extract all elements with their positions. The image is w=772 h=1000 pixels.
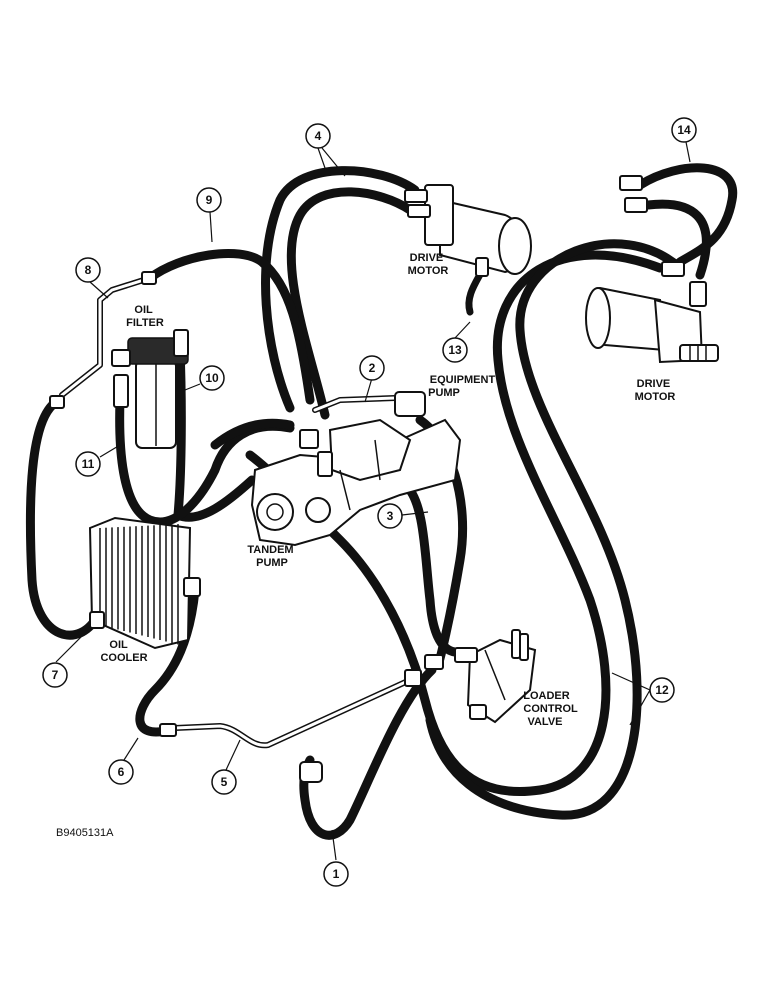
oil-cooler (88, 516, 201, 650)
callout-14: 14 (671, 117, 697, 143)
hose-4a (261, 166, 420, 413)
label-oil-cooler: OIL COOLER (100, 639, 147, 664)
callout-13: 13 (442, 337, 468, 363)
callouts: 1 2 3 4 5 6 7 8 9 10 11 12 13 14 (42, 117, 697, 887)
svg-text:1: 1 (333, 867, 340, 881)
hose-10 (173, 345, 257, 522)
hose-4b (286, 187, 415, 420)
oil-filter (111, 329, 189, 449)
callout-1: 1 (323, 861, 349, 887)
svg-text:2: 2 (369, 361, 376, 375)
drive-motor-right (585, 175, 719, 364)
callout-7: 7 (42, 662, 68, 688)
lower-fitting (299, 761, 323, 783)
hose-9 (145, 248, 315, 405)
label-drive-motor-left: DRIVE MOTOR (408, 252, 449, 277)
drive-motor-left (404, 184, 532, 277)
svg-text:4: 4 (315, 129, 322, 143)
callout-11: 11 (75, 451, 101, 477)
callout-4: 4 (305, 123, 331, 149)
hose-11 (115, 395, 295, 527)
callout-8: 8 (75, 257, 101, 283)
label-loader-control-valve: LOADER CONTROL VALVE (523, 690, 580, 728)
callout-12: 12 (649, 677, 675, 703)
hose-11b (210, 418, 295, 450)
callout-5: 5 (211, 769, 237, 795)
callout-6: 6 (108, 759, 134, 785)
hoses (25, 163, 738, 840)
svg-text:12: 12 (655, 683, 669, 697)
svg-text:10: 10 (205, 371, 219, 385)
hose-12-inner (425, 239, 685, 820)
svg-text:13: 13 (448, 343, 462, 357)
tandem-pump (250, 391, 462, 547)
label-equipment-pump: EQUIPMENT PUMP (428, 374, 498, 399)
callout-10: 10 (199, 365, 225, 391)
callout-3: 3 (377, 503, 403, 529)
svg-text:6: 6 (118, 765, 125, 779)
fittings (49, 271, 177, 737)
svg-text:5: 5 (221, 775, 228, 789)
leader-lines (55, 141, 691, 861)
figure-reference: B9405131A (56, 827, 114, 839)
svg-text:7: 7 (52, 668, 59, 682)
label-tandem-pump: TANDEM PUMP (247, 544, 296, 569)
label-oil-filter: OIL FILTER (126, 304, 164, 329)
svg-text:14: 14 (677, 123, 691, 137)
loader-control-valve (404, 629, 537, 724)
svg-text:9: 9 (206, 193, 213, 207)
component-labels: OIL FILTER DRIVE MOTOR DRIVE MOTOR EQUIP… (56, 252, 675, 839)
hose-14b (643, 199, 711, 280)
svg-text:11: 11 (82, 457, 95, 471)
svg-text:3: 3 (387, 509, 394, 523)
tube-5 (172, 677, 413, 749)
callout-9: 9 (196, 187, 222, 213)
steel-tubes (59, 275, 413, 749)
callout-2: 2 (359, 355, 385, 381)
hose-12-outer (245, 250, 665, 796)
label-drive-motor-right: DRIVE MOTOR (635, 378, 676, 403)
hose-1 (299, 665, 437, 840)
hose-7 (25, 397, 103, 640)
svg-text:8: 8 (85, 263, 92, 277)
